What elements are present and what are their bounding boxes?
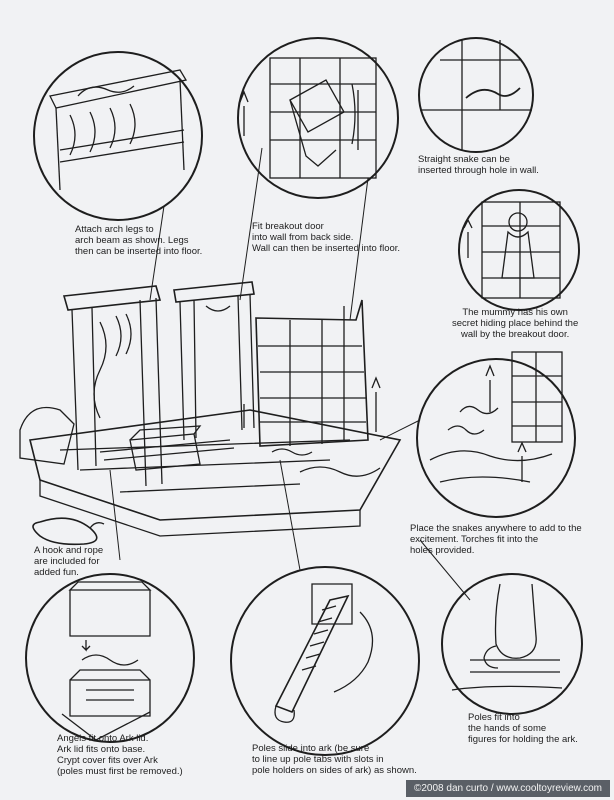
detail-circle-snake-wall (418, 37, 534, 153)
caption-poles-fit: Poles fit into the hands of some figures… (468, 712, 578, 745)
hook-rope (32, 517, 105, 546)
caption-arch-legs: Attach arch legs to arch beam as shown. … (75, 224, 203, 257)
detail-circle-figure-pole (441, 573, 583, 715)
detail-circle-breakout-door (237, 37, 399, 199)
leader-lines (109, 147, 471, 601)
main-playset (19, 281, 402, 537)
caption-angels: Angels fit onto Ark lid. Ark lid fits on… (57, 733, 183, 777)
caption-snakes-torches: Place the snakes anywhere to add to the … (410, 523, 582, 556)
detail-circle-ark-assembly (25, 573, 195, 743)
caption-breakout-door: Fit breakout door into wall from back si… (252, 221, 401, 254)
caption-mummy: The mummy has his own secret hiding plac… (452, 307, 579, 340)
detail-circle-arch-legs (33, 51, 203, 221)
caption-poles-slide: Poles slide into ark (be sure to line up… (252, 743, 417, 776)
detail-circle-pole-ark (230, 566, 420, 756)
detail-circle-mummy (458, 189, 580, 311)
caption-hook-rope: A hook and rope are included for added f… (34, 545, 104, 578)
caption-straight-snake: Straight snake can be inserted through h… (418, 154, 539, 176)
copyright-footer: ©2008 dan curto / www.cooltoyreview.com (405, 780, 610, 797)
detail-circle-snakes-torches (416, 351, 576, 518)
